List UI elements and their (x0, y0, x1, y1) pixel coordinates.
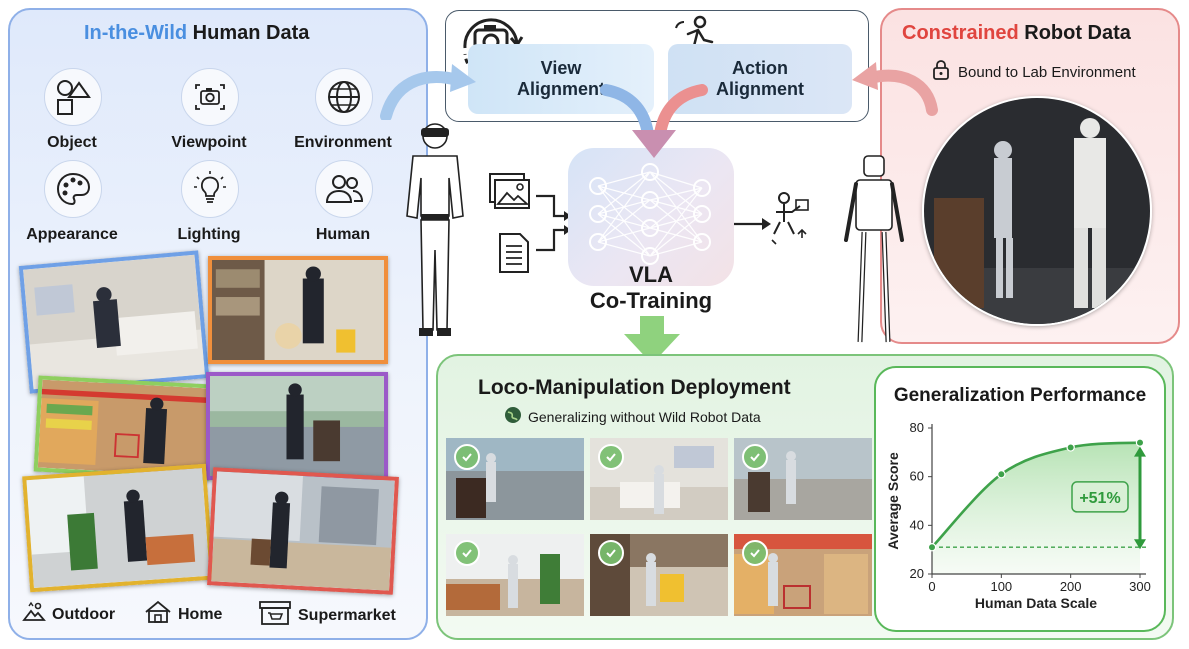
scene-home: Home (144, 600, 222, 629)
photo-office (22, 463, 214, 593)
deploy-thumb-6 (734, 534, 872, 616)
left-title-rest: Human Data (187, 22, 310, 44)
deploy-thumb-1 (446, 438, 584, 520)
globe-icon (315, 68, 373, 126)
y-axis-label: Average Score (885, 452, 901, 550)
right-panel-title: Constrained Robot Data (902, 22, 1131, 45)
right-title-highlight: Constrained (902, 22, 1019, 44)
lab-bound-label: Bound to Lab Environment (958, 63, 1136, 81)
x-tick-label-2: 200 (1060, 579, 1082, 594)
merge-arrows (600, 84, 708, 158)
vla-cotraining-label: VLA Co-Training (568, 262, 734, 314)
improvement-arrow-head-top (1134, 446, 1146, 457)
check-icon (454, 540, 480, 566)
lightbulb-icon (181, 160, 239, 218)
palette-icon (44, 160, 102, 218)
deploy-thumb-4 (446, 534, 584, 616)
check-icon (742, 540, 768, 566)
photo-home-dog (208, 256, 388, 364)
annotation-box (1071, 481, 1129, 513)
human-to-view-arrow (380, 64, 476, 120)
photo-bedroom (18, 250, 210, 394)
right-title-rest: Robot Data (1018, 22, 1131, 44)
scene-supermarket: Supermarket (258, 600, 396, 631)
action-alignment-box: Action Alignment (668, 44, 852, 114)
attribute-object-label: Object (47, 134, 97, 151)
humanoid-robot-figure (842, 150, 906, 355)
neural-network-icon (589, 163, 711, 265)
down-to-deploy-arrow (624, 316, 680, 364)
deploy-subtitle-label: Generalizing without Wild Robot Data (528, 408, 761, 425)
robot-to-action-arrow (852, 62, 938, 116)
x-tick-label-0: 0 (928, 579, 935, 594)
check-icon (598, 540, 624, 566)
improvement-arrow-head-bottom (1134, 539, 1146, 550)
attribute-viewpoint-label: Viewpoint (171, 134, 247, 151)
lab-bound-note: Bound to Lab Environment (932, 60, 1136, 84)
vla-network-box (568, 148, 734, 286)
image-input-icon (488, 172, 532, 217)
left-panel-title: In-the-Wild Human Data (84, 22, 309, 45)
y-tick-label-0: 20 (910, 566, 924, 581)
attribute-appearance-label: Appearance (26, 226, 118, 243)
house-icon (144, 600, 172, 629)
human-vr-figure (395, 118, 475, 355)
x-axis-label: Human Data Scale (975, 595, 1097, 611)
object-icon (44, 68, 102, 126)
store-icon (258, 600, 292, 631)
landscape-icon (22, 600, 46, 629)
attribute-lighting-label: Lighting (177, 226, 241, 243)
photo-street (207, 467, 399, 595)
scene-outdoor-label: Outdoor (52, 605, 116, 623)
globe-small-icon (504, 406, 522, 427)
attribute-environment-label: Environment (294, 134, 392, 151)
robot-action-icon (768, 190, 812, 257)
photo-supermarket (33, 375, 215, 481)
check-icon (454, 444, 480, 470)
check-icon (598, 444, 624, 470)
deploy-thumb-3 (734, 438, 872, 520)
vla-label-line2: Co-Training (589, 288, 713, 313)
deploy-title: Loco-Manipulation Deployment (478, 376, 791, 399)
document-input-icon (498, 232, 530, 279)
check-icon (742, 444, 768, 470)
attribute-human-label: Human (315, 226, 371, 243)
photo-plaza (206, 372, 388, 480)
output-arrow (734, 218, 771, 230)
x-tick-label-1: 100 (990, 579, 1012, 594)
deploy-thumb-5 (590, 534, 728, 616)
scene-supermarket-label: Supermarket (298, 606, 396, 624)
y-tick-label-3: 80 (910, 420, 924, 435)
viewpoint-camera-icon (181, 68, 239, 126)
deploy-thumb-2 (590, 438, 728, 520)
chart-area-fill (932, 442, 1140, 574)
left-title-highlight: In-the-Wild (84, 22, 188, 44)
wild-human-data-panel: In-the-Wild Human Data Object Viewpoint … (8, 8, 428, 640)
data-point-0 (927, 543, 937, 552)
people-icon (315, 160, 373, 218)
y-tick-label-2: 60 (910, 469, 924, 484)
view-alignment-label: View Alignment (517, 58, 605, 99)
scene-home-label: Home (178, 605, 223, 623)
y-tick-label-1: 40 (910, 517, 924, 532)
lab-robot-photo (922, 96, 1152, 326)
chart-title: Generalization Performance (893, 385, 1147, 406)
vla-label-line1: VLA (629, 262, 673, 287)
data-point-2 (1066, 443, 1075, 452)
annotation-label: +51% (1079, 490, 1120, 507)
data-point-3 (1135, 438, 1145, 447)
series-line (931, 441, 1141, 549)
data-point-1 (997, 470, 1006, 479)
constrained-robot-data-panel: Constrained Robot Data Bound to Lab Envi… (880, 8, 1180, 344)
action-alignment-label: Action Alignment (716, 58, 804, 99)
deploy-subtitle: Generalizing without Wild Robot Data (504, 406, 761, 427)
scene-outdoor: Outdoor (22, 600, 115, 629)
x-tick-label-3: 300 (1129, 579, 1151, 594)
lock-icon (932, 60, 950, 84)
